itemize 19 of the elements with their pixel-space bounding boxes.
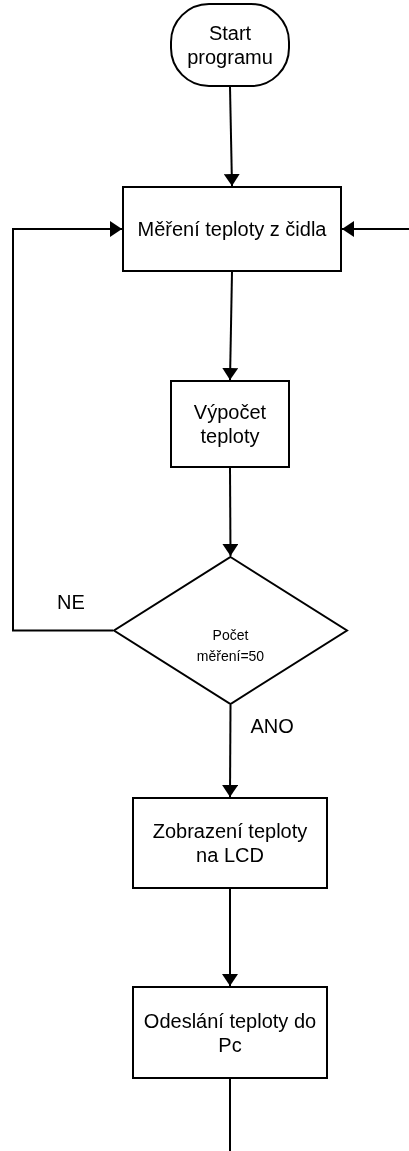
arrow <box>222 467 239 557</box>
process-box <box>170 380 290 468</box>
process-box <box>132 797 328 889</box>
node-text: Počet měření=50 <box>195 625 266 666</box>
arrow <box>222 888 238 987</box>
node-text: Výpočet teploty <box>192 400 268 448</box>
node-text: Odeslání teploty do Pc <box>142 1008 318 1057</box>
node-text: Měření teploty z čidla <box>136 217 328 241</box>
arrow <box>222 271 239 381</box>
arrow <box>222 704 239 798</box>
arrow <box>223 86 240 187</box>
decision-diamond <box>113 556 348 705</box>
node-text: Start programu <box>186 21 274 69</box>
arrow <box>341 221 409 237</box>
connector-line <box>229 1078 231 1151</box>
arrow <box>12 221 123 632</box>
process-box <box>132 986 328 1079</box>
process-box <box>122 186 342 272</box>
node-text: Zobrazení teploty na LCD <box>151 819 309 867</box>
